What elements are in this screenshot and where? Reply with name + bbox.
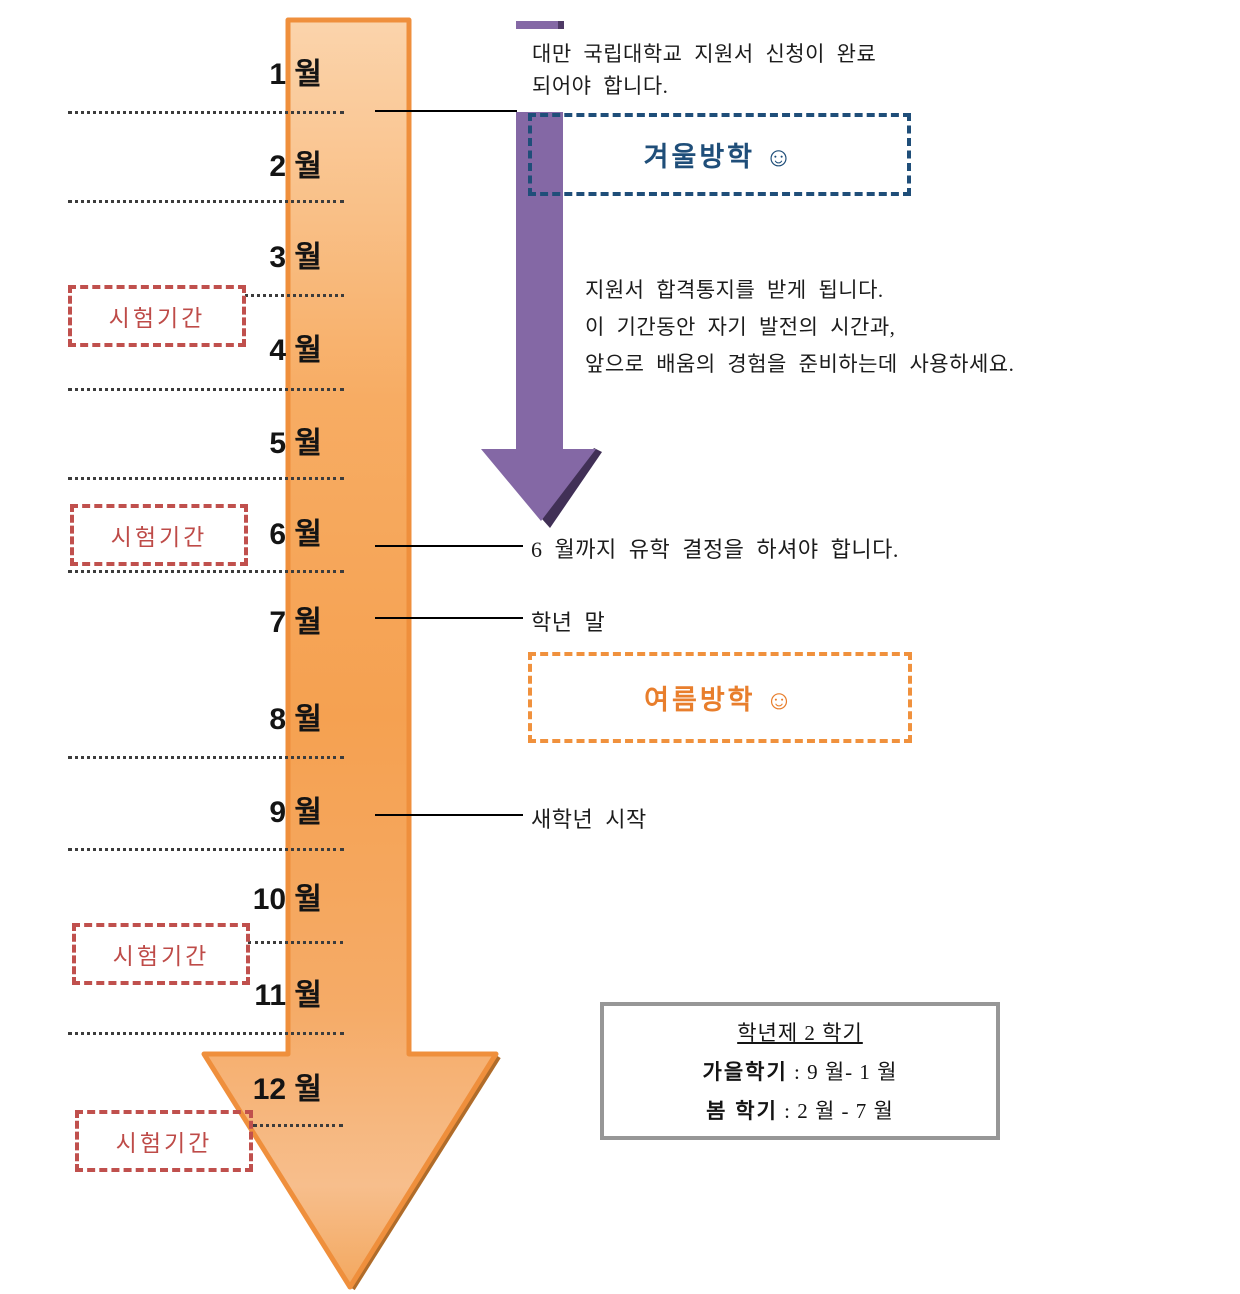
month-divider-dotted-line: [68, 111, 344, 114]
spring-term-row: 봄 학기 : 2 월 - 7 월: [706, 1095, 894, 1125]
month-divider-dotted-line: [68, 570, 344, 573]
application-deadline-note: 대만 국립대학교 지원서 신청이 완료 되어야 합니다.: [532, 38, 876, 102]
process-down-arrow: [481, 21, 602, 528]
connector-line: [375, 110, 517, 112]
note-line: 대만 국립대학교 지원서 신청이 완료: [532, 42, 877, 66]
exam-period-box-2: 시험기간: [70, 504, 248, 566]
month-label-3: 3 월: [269, 241, 322, 274]
month-label-5: 5 월: [269, 427, 322, 460]
month-label-6: 6 월: [269, 518, 322, 551]
month-divider-dotted-line: [68, 756, 344, 759]
winter-vacation-label: 겨울방학 ☺: [643, 142, 796, 172]
summer-vacation-label: 여름방학 ☺: [644, 685, 796, 715]
connector-line: [375, 545, 523, 547]
school-year-end-note: 학년 말: [531, 610, 606, 635]
timeline-down-arrow: [201, 17, 501, 1291]
month-divider-dotted-line: [245, 294, 344, 297]
fall-term-row: 가을학기 : 9 월- 1 월: [703, 1056, 898, 1086]
month-label-8: 8 월: [269, 703, 322, 736]
month-label-10: 10 월: [252, 883, 322, 916]
connector-line: [375, 814, 523, 816]
month-divider-dotted-line: [68, 477, 344, 480]
month-label-1: 1 월: [269, 58, 322, 91]
exam-period-label: 시험기간: [115, 1131, 213, 1156]
month-divider-dotted-line: [68, 848, 344, 851]
exam-period-box-4: 시험기간: [75, 1110, 253, 1172]
month-label-7: 7 월: [269, 606, 322, 639]
acceptance-note: 지원서 합격통지를 받게 됩니다. 이 기간동안 자기 발전의 시간과, 앞으로…: [585, 272, 1014, 383]
exam-period-label: 시험기간: [112, 944, 210, 969]
month-label-9: 9 월: [269, 796, 322, 829]
month-divider-dotted-line: [68, 200, 344, 203]
june-decision-note: 6 월까지 유학 결정을 하셔야 합니다.: [531, 537, 899, 562]
spring-term-range: : 2 월 - 7 월: [777, 1099, 894, 1123]
month-divider-dotted-line: [248, 941, 343, 944]
month-label-2: 2 월: [269, 150, 322, 183]
connector-line: [375, 617, 523, 619]
month-label-11: 11 월: [254, 979, 322, 1012]
month-divider-dotted-line: [253, 1124, 343, 1127]
spring-term-label: 봄 학기: [706, 1100, 778, 1123]
month-divider-dotted-line: [68, 1032, 344, 1035]
new-school-year-note: 새학년 시작: [531, 807, 647, 832]
note-line: 이 기간동안 자기 발전의 시간과,: [585, 315, 896, 339]
month-label-12: 12 월: [252, 1073, 322, 1106]
note-line: 지원서 합격통지를 받게 됩니다.: [585, 278, 884, 302]
exam-period-box-1: 시험기간: [68, 285, 246, 347]
note-line: 앞으로 배움의 경험을 준비하는데 사용하세요.: [585, 352, 1015, 376]
winter-vacation-box: 겨울방학 ☺: [528, 113, 911, 196]
fall-term-range: : 9 월- 1 월: [787, 1060, 898, 1084]
exam-period-label: 시험기간: [110, 525, 208, 550]
month-label-4: 4 월: [269, 334, 322, 367]
semester-info-box: 학년제 2 학기 가을학기 : 9 월- 1 월 봄 학기 : 2 월 - 7 …: [600, 1002, 1000, 1140]
semester-box-title: 학년제 2 학기: [737, 1021, 863, 1045]
month-divider-dotted-line: [68, 388, 344, 391]
note-line: 되어야 합니다.: [532, 74, 669, 98]
exam-period-label: 시험기간: [108, 306, 206, 331]
fall-term-label: 가을학기: [702, 1061, 788, 1084]
summer-vacation-box: 여름방학 ☺: [528, 652, 912, 743]
exam-period-box-3: 시험기간: [72, 923, 250, 985]
